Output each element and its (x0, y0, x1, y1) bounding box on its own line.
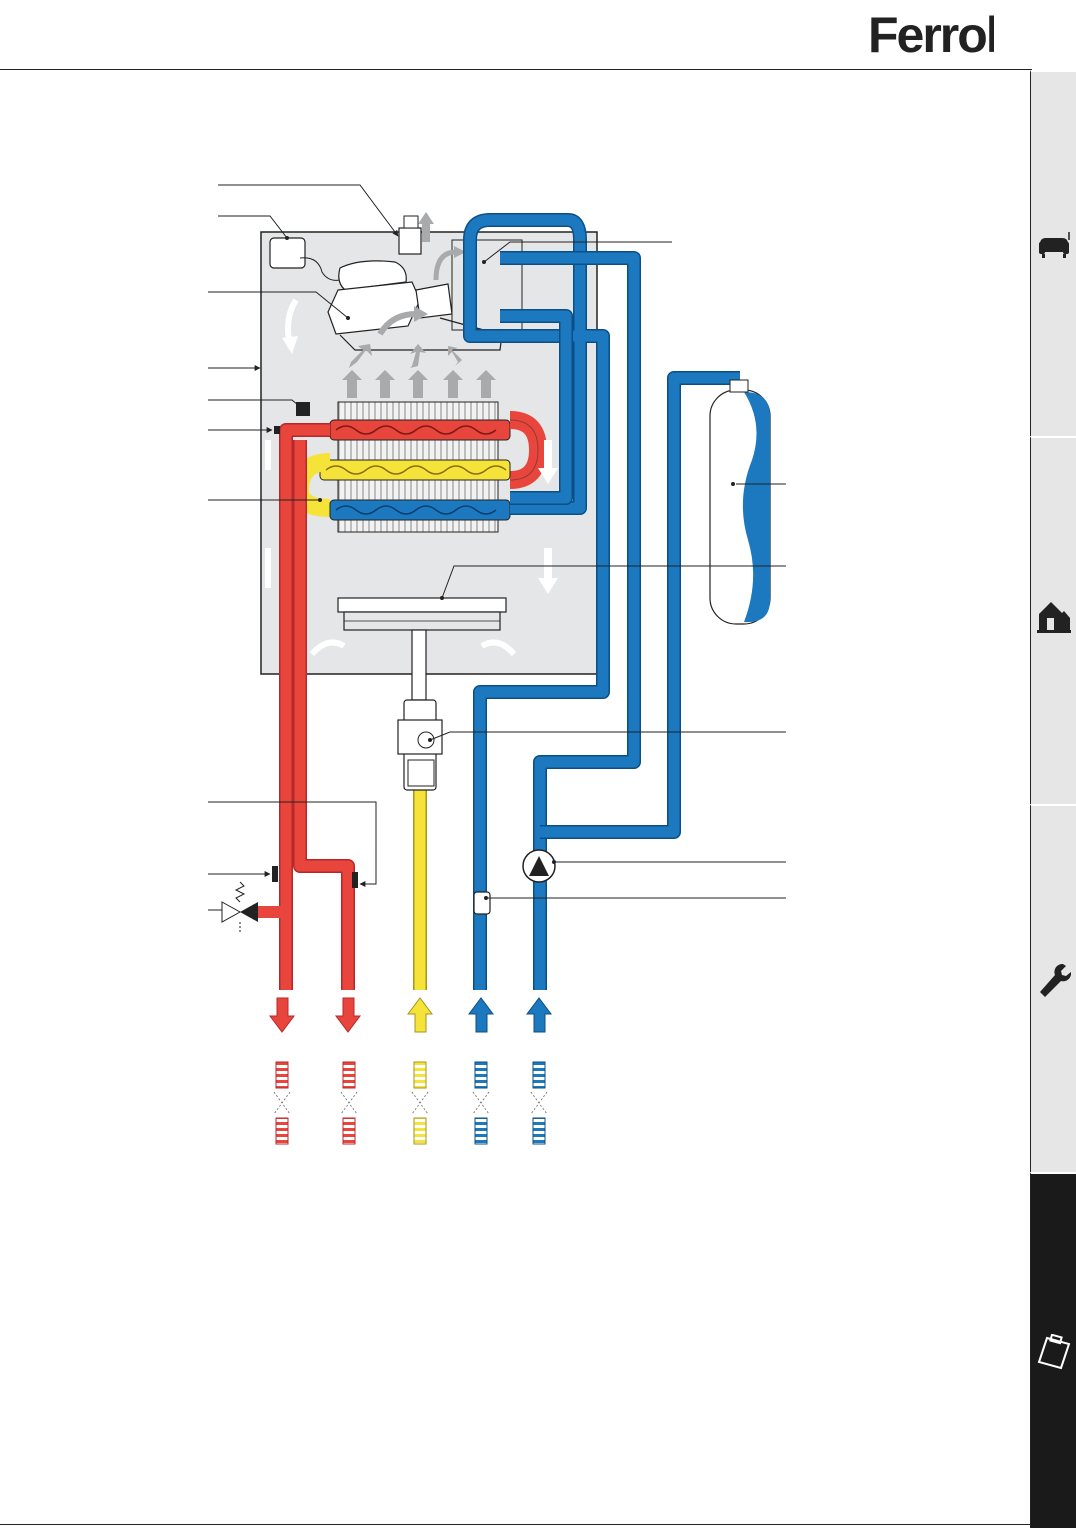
clipboard-icon (1037, 1334, 1071, 1370)
wrench-icon (1040, 963, 1071, 997)
cold-return-pipes (463, 213, 740, 990)
leader-lines (208, 184, 786, 911)
expansion-vessel (709, 379, 771, 625)
exchanger-tubes (290, 411, 548, 521)
installation-taps (273, 1061, 548, 1145)
gas-valve (397, 699, 443, 791)
brand-logo-text: Ferroli (868, 7, 994, 63)
air-flow-arrows (265, 298, 558, 657)
heating-temperature-sensor (274, 426, 280, 434)
sidebar-tab-service[interactable] (1030, 804, 1076, 1172)
dhw-sensor (352, 872, 358, 888)
section-sidebar (1030, 70, 1076, 1528)
flue-outlet (398, 227, 422, 255)
smoke-flow-arrows (342, 212, 496, 398)
sidebar-tab-data[interactable] (1030, 1172, 1076, 1528)
sidebar-tab-installer[interactable] (1030, 436, 1076, 804)
boiler-hydraulic-diagram (208, 184, 786, 1145)
flow-sensor (272, 866, 278, 882)
house-icon (1037, 602, 1071, 633)
leader-dots (285, 236, 556, 900)
sidebar-tab-user[interactable] (1030, 70, 1076, 436)
header-rule (0, 69, 1032, 70)
brand-logo: Ferroli (864, 2, 1012, 64)
connection-arrows (269, 997, 552, 1033)
check-valve (473, 891, 491, 915)
burner (337, 597, 507, 701)
footer-rule (0, 1524, 1032, 1525)
circulation-pump (522, 849, 556, 883)
sofa-icon (1039, 232, 1070, 258)
safety-valve (221, 881, 258, 934)
heating-flow-pipes (258, 423, 355, 990)
air-pressure-switch (269, 237, 306, 269)
